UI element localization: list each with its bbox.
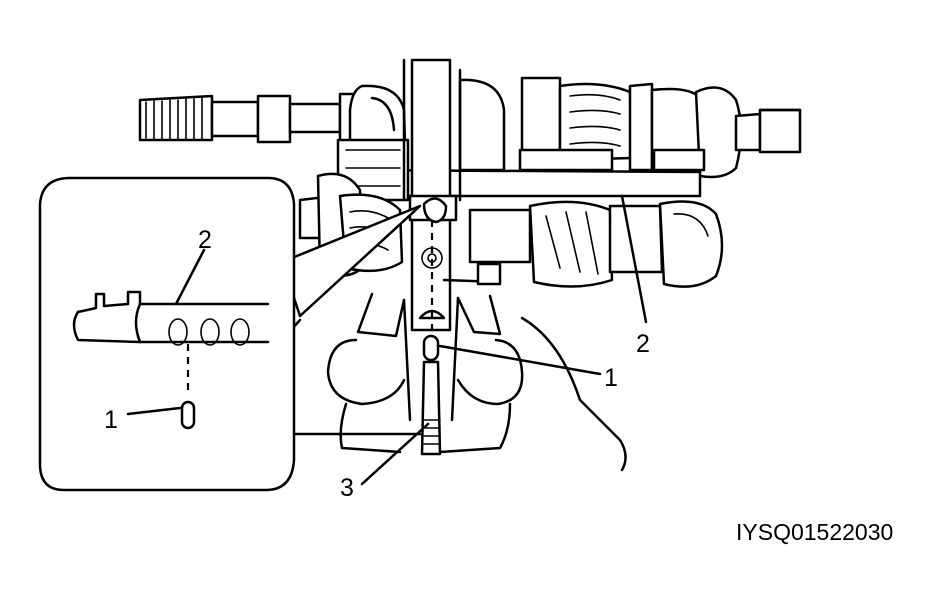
detail-inset: [38, 176, 422, 492]
main-leader-1: [438, 344, 602, 376]
pin-punch-tool: [420, 360, 442, 456]
lower-gear-stack: [298, 172, 724, 288]
spring-pin-installed: [422, 334, 440, 362]
main-leader-3: [360, 422, 430, 486]
inset-spring-pin: [180, 400, 196, 430]
callout-1-main: 1: [604, 364, 618, 392]
callout-2-inset: 2: [198, 226, 212, 254]
splined-shaft: [138, 92, 374, 144]
shift-shaft-column: [402, 58, 502, 340]
figure-code: IYSQ01522030: [736, 519, 893, 545]
main-leader-2: [620, 194, 648, 324]
callout-1-inset: 1: [104, 406, 118, 434]
inset-leader-2: [174, 248, 206, 306]
inset-shift-rail: [72, 290, 270, 396]
inset-leader-1: [126, 406, 182, 416]
callout-2-main: 2: [636, 330, 650, 358]
transmission-assembly: [138, 58, 802, 472]
callout-3-main: 3: [340, 474, 354, 502]
